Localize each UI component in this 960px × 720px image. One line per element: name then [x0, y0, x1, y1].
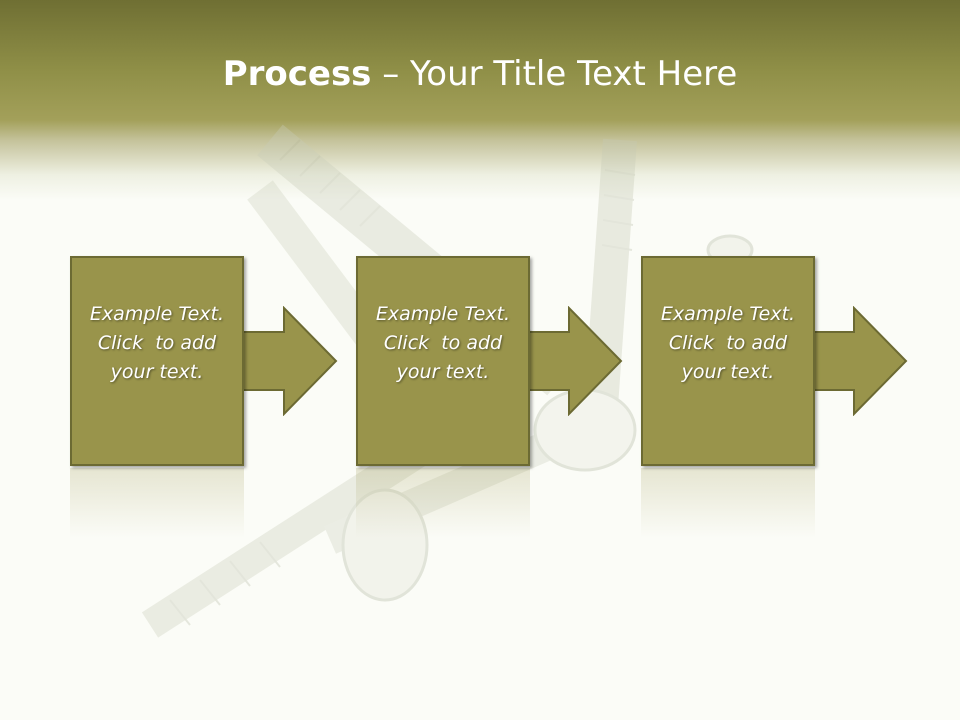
header-band: [0, 0, 960, 200]
step-3-arrow-icon: [800, 306, 908, 416]
step-1-reflection: [70, 468, 244, 538]
step-2-arrow-icon: [515, 306, 623, 416]
step-3-text: Example Text. Click to add your text.: [643, 300, 813, 387]
step-1-box[interactable]: Example Text. Click to add your text.: [70, 256, 244, 466]
step-2-line-3: your text.: [396, 360, 490, 383]
step-3-line-3: your text.: [681, 360, 775, 383]
step-2-box[interactable]: Example Text. Click to add your text.: [356, 256, 530, 466]
title-rest-part: – Your Title Text Here: [371, 54, 738, 94]
step-3-box[interactable]: Example Text. Click to add your text.: [641, 256, 815, 466]
step-3-line-1: Example Text.: [660, 302, 796, 325]
title-bold-part: Process: [222, 54, 372, 94]
step-2-text: Example Text. Click to add your text.: [358, 300, 528, 387]
step-3-reflection: [641, 468, 815, 538]
step-1-line-1: Example Text.: [89, 302, 225, 325]
step-3-line-2: Click to add: [668, 331, 788, 354]
step-1-line-2: Click to add: [97, 331, 217, 354]
step-1-arrow-icon: [230, 306, 338, 416]
slide-title[interactable]: Process – Your Title Text Here: [0, 52, 960, 96]
step-1-line-3: your text.: [110, 360, 204, 383]
step-2-line-1: Example Text.: [375, 302, 511, 325]
step-2-line-2: Click to add: [383, 331, 503, 354]
step-1-text: Example Text. Click to add your text.: [72, 300, 242, 387]
step-2-reflection: [356, 468, 530, 538]
